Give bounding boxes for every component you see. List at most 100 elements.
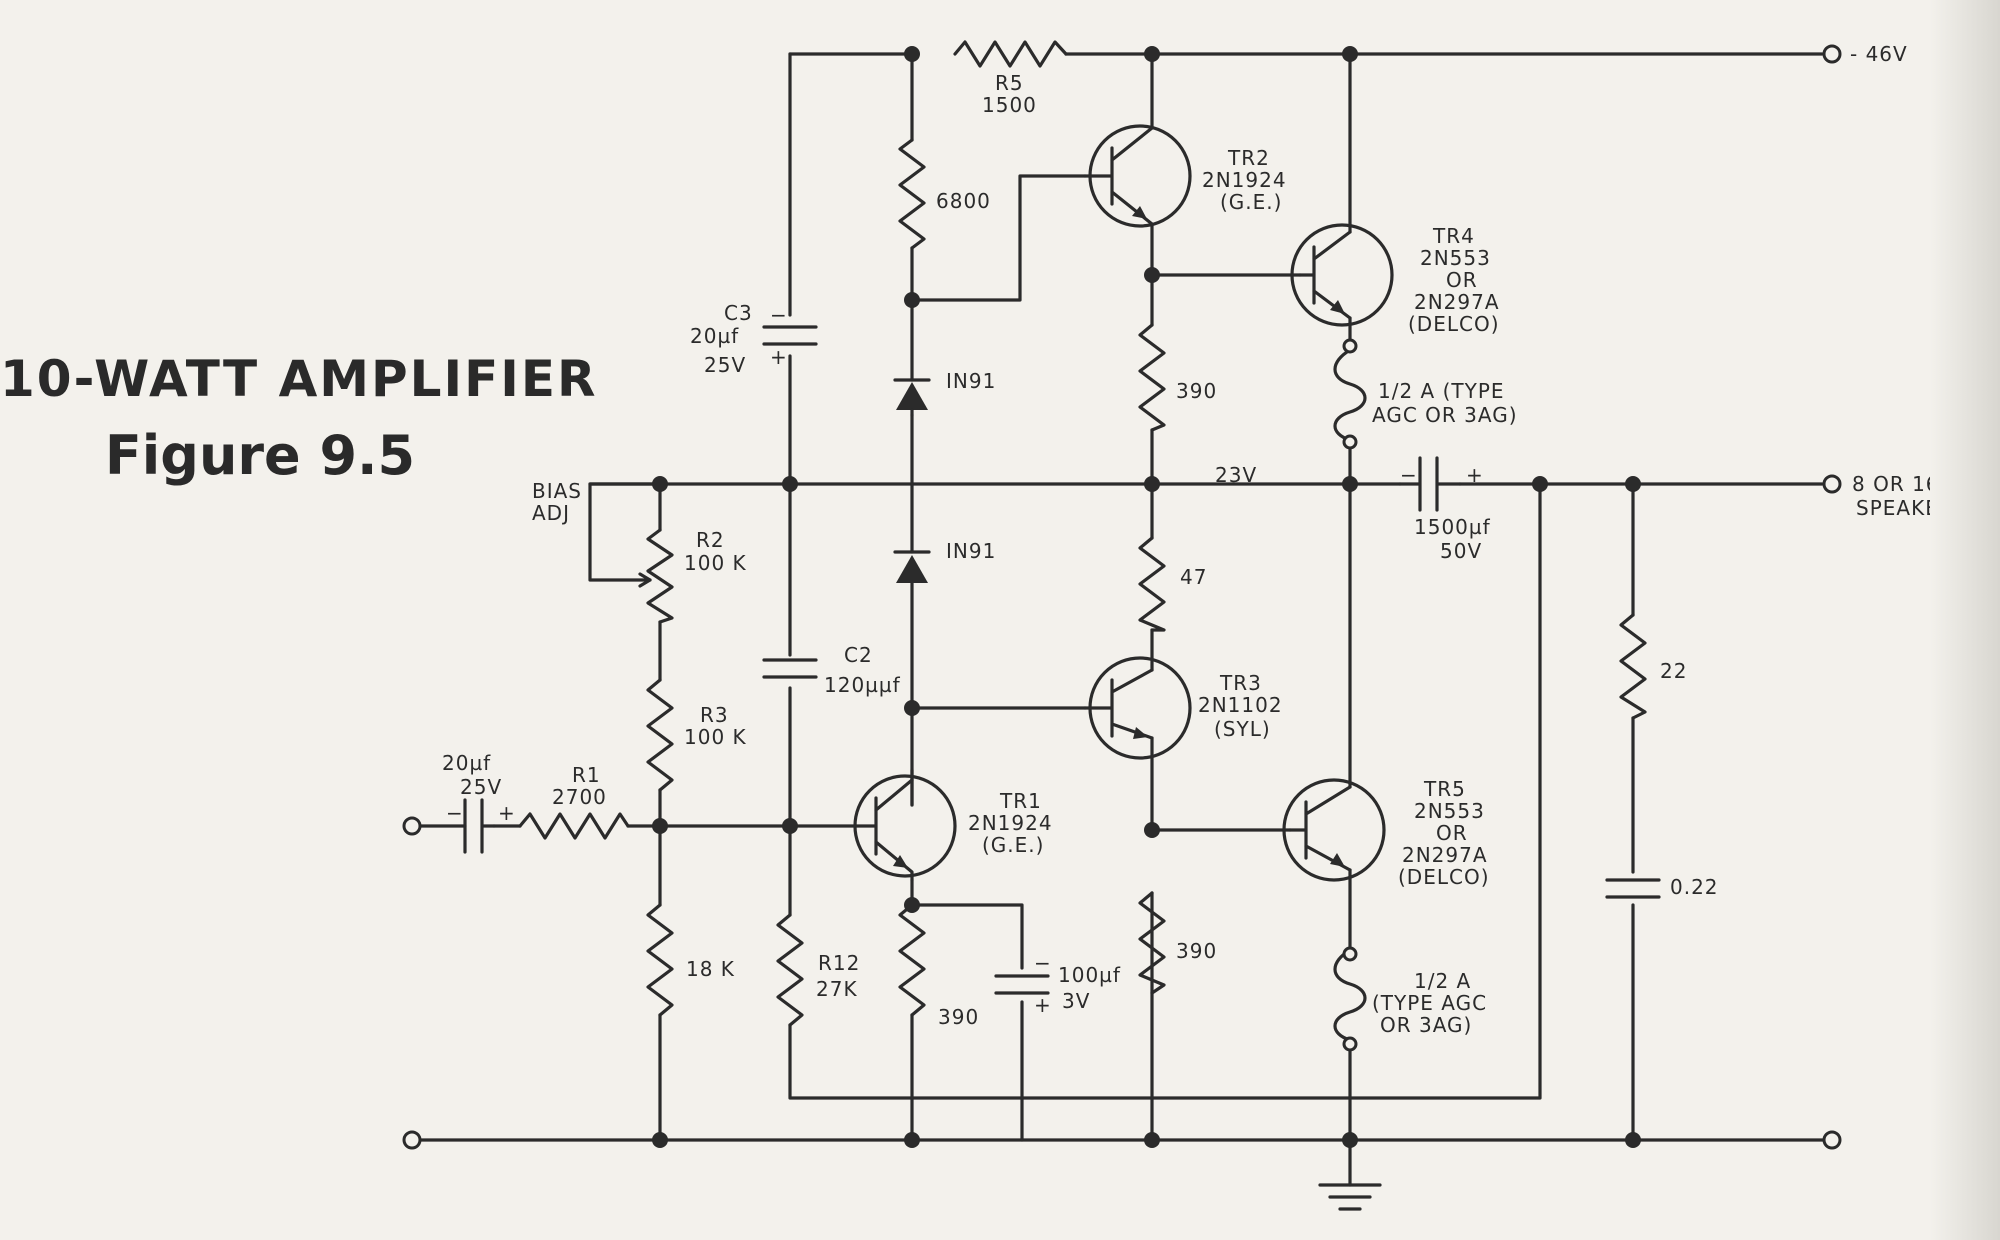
capacitors (463, 325, 1661, 995)
c3-name: C3 (724, 301, 753, 325)
r5-name: R5 (995, 71, 1024, 95)
cout-value: 1500µf (1414, 515, 1491, 539)
c100-plus: + (1034, 993, 1052, 1017)
tr2-name: TR2 (1227, 146, 1270, 170)
resistors (518, 40, 1647, 1027)
title-block: 10-WATT AMPLIFIER Figure 9.5 (0, 350, 598, 487)
fuse-2-label-2: (TYPE AGC (1372, 991, 1487, 1015)
supply-terminal (1822, 44, 1842, 64)
feedback-column-wire (788, 52, 1542, 1100)
c3-voltage: 25V (704, 353, 746, 377)
c100-minus: − (1034, 951, 1052, 975)
resistor-47 (1138, 536, 1166, 632)
r22-label: 22 (1660, 659, 1687, 683)
resistor-r12 (776, 913, 804, 1027)
r390-bottom-label: 390 (1176, 939, 1217, 963)
capacitor-output (1398, 456, 1462, 512)
bias-label-1: BIAS (532, 479, 582, 503)
ground-symbol (1318, 1183, 1382, 1211)
tr1-maker: (G.E.) (982, 833, 1044, 857)
c100-voltage: 3V (1062, 989, 1090, 1013)
fuse-2-label-3: OR 3AG) (1380, 1013, 1472, 1037)
r1-value: 2700 (552, 785, 607, 809)
capacitor-c2 (762, 658, 818, 679)
transistor-tr4 (1290, 223, 1394, 327)
figure-number: Figure 9.5 (104, 424, 416, 487)
diode-2-triangle (896, 555, 928, 583)
wires (410, 52, 1827, 1187)
ground-out-terminal (1822, 1130, 1842, 1150)
bias-label-2: ADJ (532, 501, 570, 525)
ground-in-terminal (402, 1130, 422, 1150)
cout-voltage: 50V (1440, 539, 1482, 563)
cin-voltage: 25V (460, 775, 502, 799)
r390-top-label: 390 (1176, 379, 1217, 403)
cin-minus: − (446, 801, 464, 825)
resistor-390-top (1138, 323, 1166, 432)
r2-name: R2 (696, 528, 725, 552)
tr4-alt: 2N297A (1414, 290, 1500, 314)
tr1-part: 2N1924 (968, 811, 1053, 835)
fuse-1-label-2: AGC OR 3AG) (1372, 403, 1518, 427)
tr5-alt: 2N297A (1402, 843, 1488, 867)
transistor-tr1 (852, 774, 957, 882)
c3-minus: − (770, 303, 788, 327)
diodes (893, 378, 931, 583)
c2-value: 120µµf (824, 673, 901, 697)
resistor-390-emitter (898, 903, 926, 1017)
c3-value: 20µf (690, 324, 739, 348)
tr4-part: 2N553 (1420, 246, 1491, 270)
tr4-name: TR4 (1432, 224, 1475, 248)
tr3-name: TR3 (1219, 671, 1262, 695)
tr5-maker: (DELCO) (1398, 865, 1490, 889)
fuse-1-label-1: 1/2 A (TYPE (1378, 379, 1505, 403)
r47-label: 47 (1180, 565, 1207, 589)
page-edge-shadow (1930, 0, 2000, 1240)
figure-title: 10-WATT AMPLIFIER (0, 350, 598, 408)
r12-value: 27K (816, 977, 858, 1001)
c3-plus: + (770, 345, 788, 369)
bias-adj-wire (588, 482, 662, 582)
tr3-maker: (SYL) (1214, 717, 1271, 741)
r5-value: 1500 (982, 93, 1037, 117)
resistor-22 (1619, 613, 1647, 720)
fuse-1 (1333, 348, 1367, 442)
diode-1-label: IN91 (946, 369, 996, 393)
c100-value: 100µf (1058, 963, 1121, 987)
tr4-maker: (DELCO) (1408, 312, 1500, 336)
r3-value: 100 K (684, 725, 747, 749)
tr1-emitter-wire (910, 903, 1024, 1142)
tr2-maker: (G.E.) (1220, 190, 1282, 214)
input-terminal (402, 816, 422, 836)
bias-wiper-arrow (638, 572, 652, 588)
fuse-2 (1333, 948, 1367, 1048)
r2-value: 100 K (684, 551, 747, 575)
resistor-18k (646, 903, 674, 1017)
resistor-r1 (518, 812, 630, 840)
c2-name: C2 (844, 643, 873, 667)
tr4-base-wire (1150, 222, 1302, 277)
cout-minus: − (1400, 463, 1418, 487)
resistor-r3 (646, 678, 674, 792)
transistor-tr2 (1083, 124, 1192, 228)
r12-name: R12 (818, 951, 860, 975)
capacitor-100uf (994, 974, 1050, 995)
transistor-tr5 (1282, 778, 1386, 882)
capacitor-c3 (762, 325, 818, 346)
tr2-base-wire (910, 174, 1087, 302)
mid-rail-label: 23V (1215, 463, 1257, 487)
component-labels: - 46V 23V 8 OR 16Ω SPEAKER BIAS ADJ R5 1… (442, 42, 1955, 1037)
cin-plus: + (498, 801, 516, 825)
fuses (1333, 338, 1367, 1052)
tr2-part: 2N1924 (1202, 168, 1287, 192)
transistor-tr3 (1083, 656, 1192, 760)
r3-name: R3 (700, 703, 729, 727)
tr5-part: 2N553 (1414, 799, 1485, 823)
r1-name: R1 (572, 763, 601, 787)
resistor-r5 (953, 40, 1068, 68)
capacitor-input (463, 798, 496, 854)
resistor-r2 (646, 528, 674, 624)
tr5-or: OR (1436, 821, 1468, 845)
r6800-label: 6800 (936, 189, 991, 213)
